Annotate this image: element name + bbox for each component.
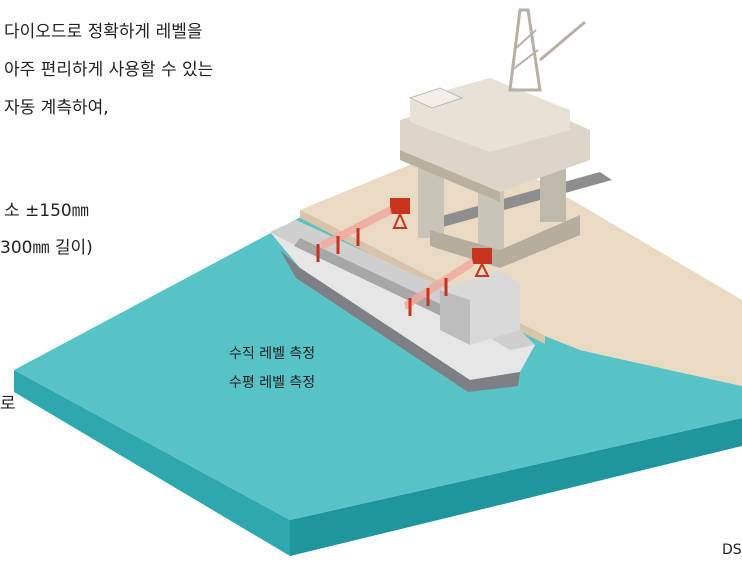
ship-deck-channel [294, 238, 470, 326]
intro-line-1: 다이오드로 정확하게 레벨을 [4, 22, 203, 42]
crane-boom [539, 20, 586, 62]
platform-lower-deck-side [400, 150, 500, 202]
vertical-level-label: 수직 레벨 측정 [229, 346, 316, 362]
laser-box-lower [472, 248, 492, 264]
laser-tripod-lower [474, 261, 490, 277]
spec-line-2: 300㎜ 길이) [0, 238, 93, 258]
ship-superstructure-shade [440, 290, 470, 345]
laser-beam-lower [404, 258, 474, 310]
sea-surface [14, 212, 742, 520]
helipad [408, 87, 464, 109]
ship-hull-dark [280, 250, 520, 392]
derrick-tower [508, 8, 542, 92]
spec-line-1: 소 ±150㎜ [4, 201, 89, 221]
horizontal-level-label: 수평 레벨 측정 [229, 375, 316, 391]
dock-land [300, 140, 742, 386]
intro-line-2: 아주 편리하게 사용할 수 있는 [4, 60, 214, 80]
sea-block-front-side [290, 418, 742, 556]
platform-base [430, 215, 580, 268]
laser-tripod-upper [392, 211, 408, 229]
platform-leg-1 [418, 168, 444, 238]
derrick-brace-1 [511, 49, 539, 71]
derrick-brace-2 [513, 29, 537, 51]
sea-block-left-side [14, 370, 290, 556]
intro-line-3: 자동 계측하여, [4, 98, 109, 118]
partial-text: 로 [0, 394, 16, 414]
laser-box-upper [390, 198, 410, 214]
corner-text: DS [722, 542, 742, 558]
